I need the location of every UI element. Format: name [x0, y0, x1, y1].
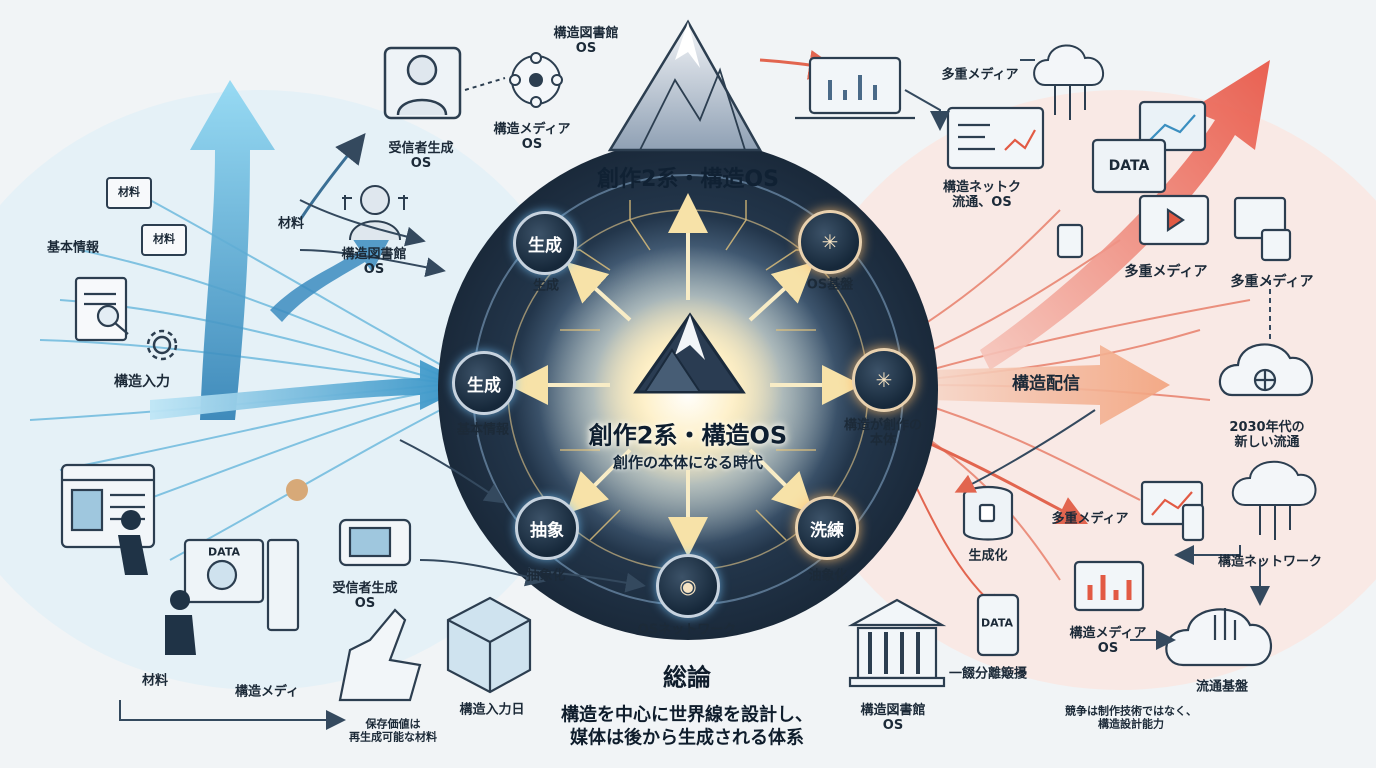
- cube-icon: [446, 596, 532, 694]
- label-general-separation: 一餟分離簸擾: [948, 666, 1028, 682]
- cloud-network-icon: [1033, 44, 1105, 120]
- label-struct-network-flow: 構造ネットク 流通、OS: [942, 180, 1022, 210]
- network-hub-icon: [509, 52, 563, 108]
- label-os-base: OS基盤: [806, 277, 854, 293]
- cloud-server-icon: [1165, 608, 1272, 667]
- label-os-network: OSネットワーク: [637, 622, 737, 638]
- label-distribution-base: 流通基盤: [1195, 679, 1249, 695]
- label-struct-is-body: 構造が創作の 本体: [843, 418, 923, 448]
- label-struct-media-os-top: 構造メディア OS: [493, 122, 571, 152]
- database-icon: [962, 485, 1014, 541]
- label-material-top: 材料: [277, 216, 305, 232]
- label-abstraction: 抽象化: [526, 568, 566, 584]
- node-generate-mid: 生成: [452, 351, 516, 415]
- node-os-base-icon: ✳: [798, 210, 862, 274]
- label-data-monitor: DATA: [1108, 157, 1150, 174]
- node-os-network-icon: ◉: [656, 554, 720, 618]
- conclusion-body: 構造を中心に世界線を設計し、 媒体は後から生成される体系: [561, 704, 813, 749]
- globe-cloud-icon: [1218, 343, 1313, 397]
- node-refine: 洗練: [795, 496, 859, 560]
- node-generate-top: 生成: [513, 211, 577, 275]
- label-multi-media-top: 多重メディア: [941, 67, 1019, 83]
- material-card-icons: [106, 177, 187, 256]
- label-struct-library-bottom: 構造図書館 OS: [860, 703, 926, 733]
- library-building-icon: [847, 598, 947, 688]
- label-receiver-gen-bottom: 受信者生成 OS: [332, 581, 398, 611]
- hand-pointer-icon: [338, 608, 422, 702]
- label-competition: 競争は制作技術ではなく、 構造設計能力: [1065, 704, 1197, 730]
- document-search-icon: [74, 276, 129, 342]
- label-struct-input-day: 構造入力日: [459, 702, 525, 718]
- browser-window-icon: [60, 463, 156, 549]
- top-mountain-icon: [607, 19, 763, 152]
- tablet-icon: [338, 518, 412, 567]
- bar-chart-monitor-icon: [1073, 560, 1145, 612]
- chart-devices-icon: [1140, 480, 1205, 542]
- node-struct-body-icon: ✳: [852, 348, 916, 412]
- label-phone-data: DATA: [981, 616, 1013, 630]
- label-material-card1: 材料: [118, 185, 140, 199]
- label-struct-media-bottom: 構造メディ: [234, 684, 300, 700]
- top-title: 創作2系・構造OS: [597, 167, 779, 192]
- monitor-chart-icon: [1138, 100, 1207, 152]
- code-window-icon: [946, 106, 1045, 170]
- devices-icon: [1056, 196, 1292, 262]
- blue-big-arrows: [150, 80, 470, 420]
- label-multi-media-r1: 多重メディア: [1124, 263, 1208, 280]
- center-subtitle: 創作の本体になる時代: [612, 453, 764, 472]
- center-mountain-icon: [633, 312, 746, 394]
- label-struct-network-r: 構造ネットワーク: [1217, 554, 1323, 570]
- data-monitor-icon: [1091, 138, 1167, 194]
- left-dark-arrows: [119, 199, 646, 730]
- conclusion-title: 総論: [663, 663, 711, 692]
- person-icon-mid: [342, 185, 408, 241]
- node-abstract: 抽象: [515, 496, 579, 560]
- label-struct-library-left: 構造図書館 OS: [341, 247, 407, 277]
- desktop-data-icon: [183, 538, 300, 632]
- phone-data-icon: [976, 593, 1020, 657]
- video-monitor-icon: [1138, 194, 1210, 246]
- label-multi-media-r3: 多重メディア: [1051, 511, 1129, 527]
- label-receiver-gen-top: 受信者生成 OS: [388, 141, 454, 171]
- label-generate-under: 生成: [532, 278, 560, 294]
- label-material-bottom: 材料: [141, 673, 169, 689]
- label-preserve-value: 保存価値は 再生成可能な材料: [349, 717, 437, 743]
- laptop-chart-icon: [795, 56, 915, 120]
- label-struct-media-os-r: 構造メディア OS: [1069, 626, 1147, 656]
- label-struct-library-top: 構造図書館 OS: [553, 26, 619, 56]
- label-material-card2: 材料: [153, 232, 175, 246]
- center-title: 創作2系・構造OS: [588, 421, 788, 450]
- gear-icon: [146, 329, 178, 361]
- label-multi-media-r2: 多重メディア: [1230, 273, 1314, 290]
- label-basic-info-left: 基本情報: [46, 240, 100, 256]
- worker-person-icon: [118, 479, 308, 655]
- label-new-distribution: 2030年代の 新しい流通: [1229, 420, 1305, 450]
- label-abstraction-r: 油象化: [808, 568, 848, 584]
- person-icon-top: [383, 46, 462, 120]
- center-arrows: [508, 193, 862, 557]
- label-struct-input: 構造入力: [114, 373, 170, 390]
- right-dark-arrows: [904, 59, 1271, 650]
- label-struct-delivery: 構造配信: [1012, 374, 1080, 395]
- label-basic-info-center: 基本情報: [456, 422, 510, 438]
- label-generationize: 生成化: [968, 548, 1008, 564]
- label-desktop-data: DATA: [208, 545, 240, 559]
- cloud-upload-icon: [1231, 460, 1317, 540]
